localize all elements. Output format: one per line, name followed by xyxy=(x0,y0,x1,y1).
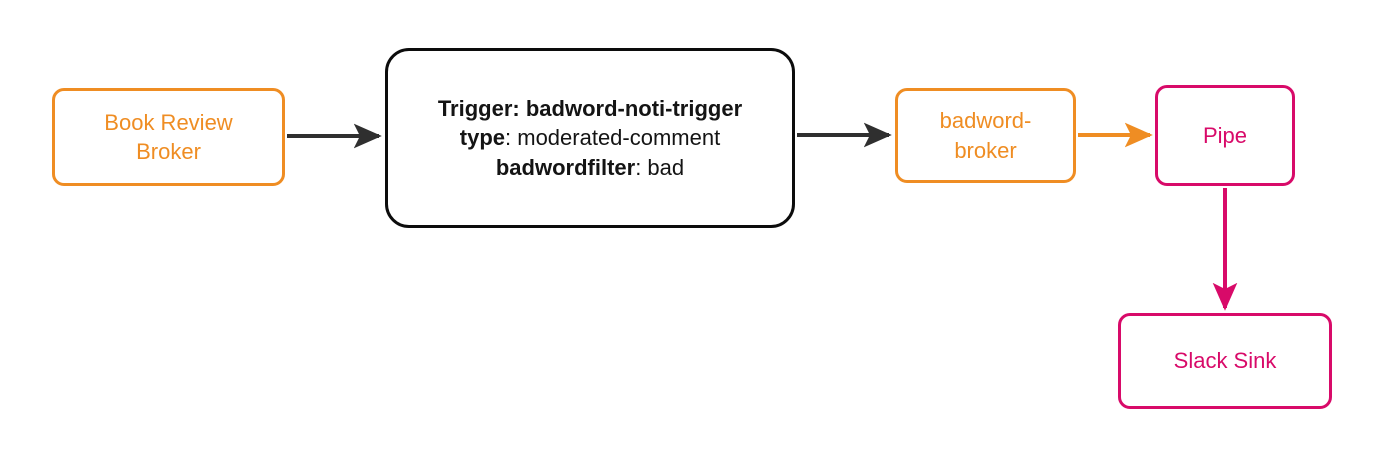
node-trigger[interactable]: Trigger: badword-noti-trigger type: mode… xyxy=(385,48,795,228)
node-badword-broker-label: badword- broker xyxy=(940,106,1032,164)
node-book-review-broker[interactable]: Book Review Broker xyxy=(52,88,285,186)
node-trigger-line-3-value: : bad xyxy=(635,154,685,180)
node-trigger-label: Trigger: badword-noti-trigger type: mode… xyxy=(410,94,770,181)
node-pipe-label: Pipe xyxy=(1202,122,1248,148)
node-badword-broker[interactable]: badword- broker xyxy=(895,88,1076,183)
node-book-review-broker-label-line-2: Broker xyxy=(136,139,201,164)
node-pipe[interactable]: Pipe xyxy=(1155,85,1295,186)
node-trigger-line-3-label: badwordfilter xyxy=(495,154,636,180)
node-trigger-line-1: Trigger: badword-noti-trigger xyxy=(410,94,770,123)
node-book-review-broker-label: Book Review Broker xyxy=(104,108,232,166)
node-trigger-line-2: type: moderated-comment xyxy=(410,123,770,152)
node-badword-broker-label-line-2: broker xyxy=(954,137,1017,163)
node-slack-sink-label: Slack Sink xyxy=(1173,348,1277,374)
node-badword-broker-label-line-1: badword- xyxy=(939,108,1032,134)
node-trigger-line-1-value: badword-noti-trigger xyxy=(519,96,743,122)
node-trigger-line-2-value: : moderated-comment xyxy=(505,125,721,151)
node-trigger-line-2-label: type xyxy=(459,125,506,151)
node-slack-sink[interactable]: Slack Sink xyxy=(1118,313,1332,409)
node-trigger-line-3: badwordfilter: bad xyxy=(410,153,770,182)
node-book-review-broker-label-line-1: Book Review xyxy=(104,109,233,135)
node-trigger-line-1-label: Trigger: xyxy=(437,96,520,122)
